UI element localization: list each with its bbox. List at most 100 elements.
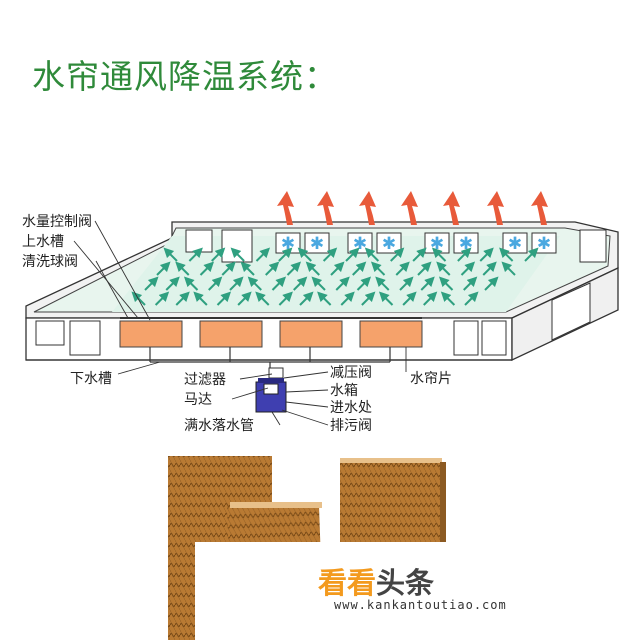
airflow-arrow-icon — [211, 247, 226, 262]
airflow-arrow-icon — [417, 261, 432, 276]
watermark-brand: 看看头条 — [318, 560, 434, 602]
airflow-arrow-icon — [399, 276, 414, 291]
airflow-arrow-icon — [183, 276, 199, 291]
airflow-arrow-icon — [479, 247, 494, 262]
label-water-control-valve: 水量控制阀 — [22, 214, 92, 230]
label-upper-trough: 上水槽 — [22, 234, 64, 250]
airflow-arrow-icon — [278, 291, 293, 306]
fan-icon: ✱ — [430, 234, 444, 254]
airflow-arrow-field — [131, 247, 539, 306]
airflow-arrow-icon — [345, 247, 360, 262]
airflow-arrow-icon — [247, 276, 262, 291]
airflow-arrow-icon — [199, 261, 215, 276]
airflow-arrow-icon — [436, 261, 451, 276]
airflow-arrow-icon — [330, 261, 345, 276]
airflow-arrow-icon — [375, 276, 390, 291]
airflow-arrow-icon — [265, 261, 280, 276]
label-drain-valve: 排污阀 — [330, 418, 372, 434]
airflow-arrow-icon — [297, 247, 312, 262]
airflow-arrow-icon — [460, 261, 476, 276]
airflow-arrow-icon — [255, 247, 271, 262]
airflow-arrow-icon — [484, 276, 499, 291]
exhaust-arrow-icon — [277, 191, 294, 225]
exhaust-arrow-icon — [531, 191, 548, 225]
airflow-arrow-icon — [216, 291, 232, 306]
label-motor: 马达 — [184, 392, 212, 408]
label-water-inlet: 进水处 — [330, 400, 372, 416]
label-group: 水量控制阀 上水槽 清洗球阀 下水槽 过滤器 马达 满水落水管 减压阀 水箱 进… — [22, 214, 452, 434]
airflow-arrow-icon — [293, 276, 308, 291]
airflow-arrow-icon — [311, 276, 326, 291]
watermark-brand-part2: 头条 — [376, 566, 435, 600]
airflow-arrow-icon — [278, 247, 293, 262]
watermark-brand-part1: 看看 — [318, 566, 377, 600]
airflow-arrow-icon — [501, 261, 516, 276]
airflow-arrow-icon — [271, 276, 287, 291]
label-lower-trough: 下水槽 — [70, 371, 112, 387]
airflow-arrow-icon — [524, 247, 539, 262]
airflow-arrow-icon — [144, 276, 159, 291]
airflow-arrow-icon — [175, 291, 190, 306]
airflow-arrow-icon — [255, 291, 270, 306]
wet-pad — [199, 320, 263, 348]
airflow-arrow-icon — [154, 291, 170, 306]
water-tank-unit — [255, 367, 287, 413]
airflow-arrow-icon — [286, 261, 302, 276]
airflow-arrow-icon — [163, 247, 178, 262]
airflow-arrow-icon — [208, 276, 223, 291]
label-pressure-reducing-valve: 减压阀 — [330, 365, 372, 381]
airflow-arrow-icon — [438, 276, 454, 291]
exhaust-arrows — [277, 191, 548, 225]
airflow-arrow-icon — [230, 247, 245, 262]
airflow-arrow-icon — [352, 261, 367, 276]
airflow-arrow-icon — [188, 247, 203, 262]
fan-icon: ✱ — [459, 234, 473, 254]
exhaust-arrow-icon — [359, 191, 376, 225]
airflow-arrow-icon — [221, 261, 236, 276]
airflow-arrow-icon — [299, 291, 314, 306]
airflow-arrow-icon — [193, 291, 208, 306]
wet-pad-group — [119, 317, 423, 348]
diagram-title: 水帘通风降温系统： — [32, 57, 338, 96]
airflow-arrow-icon — [364, 247, 380, 262]
airflow-arrow-icon — [240, 261, 255, 276]
exhaust-arrow-icon — [317, 191, 334, 225]
airflow-arrow-icon — [322, 247, 338, 262]
wet-pad — [119, 320, 183, 348]
airflow-arrow-icon — [420, 276, 435, 291]
airflow-arrow-icon — [165, 276, 180, 291]
airflow-arrow-icon — [402, 291, 417, 306]
airflow-arrow-icon — [370, 261, 386, 276]
fan-icon: ✱ — [537, 234, 551, 254]
wet-pad — [279, 320, 343, 348]
exhaust-arrow-icon — [487, 191, 504, 225]
exhaust-arrow-icon — [401, 191, 418, 225]
filter-icon — [268, 367, 284, 379]
airflow-arrow-icon — [237, 291, 252, 306]
airflow-arrow-icon — [463, 276, 478, 291]
airflow-arrow-icon — [390, 247, 405, 262]
label-water-tank: 水箱 — [330, 383, 358, 399]
airflow-arrow-icon — [335, 276, 350, 291]
airflow-arrow-icon — [395, 261, 410, 276]
exhaust-arrow-icon — [443, 191, 460, 225]
airflow-arrow-icon — [340, 291, 355, 306]
airflow-arrow-icon — [229, 276, 244, 291]
airflow-arrow-icon — [361, 291, 376, 306]
watermark-backdrop — [195, 542, 640, 640]
label-pad: 水帘片 — [410, 371, 452, 387]
airflow-arrow-icon — [482, 261, 497, 276]
label-overflow-pipe: 满水落水管 — [184, 418, 254, 434]
airflow-arrow-icon — [305, 261, 320, 276]
airflow-arrow-icon — [378, 291, 394, 306]
leader-lines — [73, 220, 407, 426]
label-cleaning-ball-valve: 清洗球阀 — [22, 254, 78, 270]
airflow-arrow-icon — [457, 247, 472, 262]
watermark-url: www.kankantoutiao.com — [334, 598, 507, 612]
airflow-arrow-icon — [440, 291, 456, 306]
airflow-arrow-icon — [156, 261, 171, 276]
airflow-arrow-icon — [317, 291, 332, 306]
airflow-arrow-icon — [431, 247, 447, 262]
airflow-arrow-icon — [499, 247, 514, 262]
